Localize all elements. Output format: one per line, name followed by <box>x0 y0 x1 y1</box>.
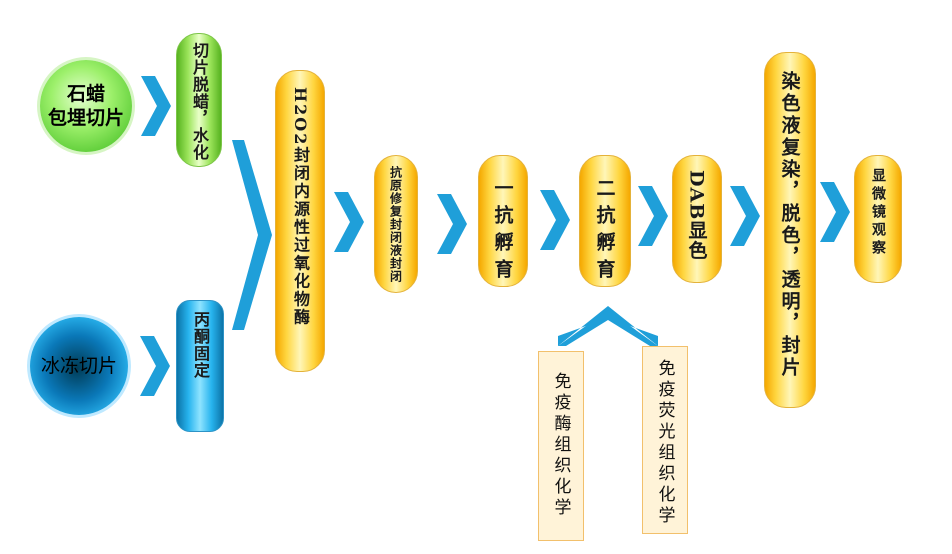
node-dab: DAB显色 <box>672 155 722 283</box>
node-antigen-retrieval: 抗原修复封闭液封闭 <box>374 155 418 293</box>
chevron-arrow-frozen-to-acetone <box>140 336 170 396</box>
chevron-arrow-antigen-to-primary <box>437 194 467 254</box>
chevron-arrow-h2o2-to-antigen <box>334 192 364 252</box>
up-chevron-arrow <box>558 306 658 346</box>
node-counterstain: 染色液复染，脱色，透明，封片 <box>764 52 816 408</box>
node-dewax: 切片脱蜡，水化 <box>176 33 222 167</box>
node-paraffin-line-2: 包埋切片 <box>47 107 124 129</box>
node-microscope: 显微镜观察 <box>854 155 902 283</box>
node-secondary-label: 二抗孵育 <box>593 178 616 286</box>
node-h2o2-block: H2O2封闭内源性过氧化物酶 <box>275 70 325 372</box>
node-paraffin-section: 石蜡 包埋切片 <box>40 60 132 152</box>
node-secondary-antibody: 二抗孵育 <box>579 155 631 287</box>
node-if-label: 免疫荧光组织化学 <box>654 359 675 527</box>
node-dewax-label: 切片脱蜡，水化 <box>190 42 209 161</box>
node-counterstain-label: 染色液复染，脱色，透明，封片 <box>778 71 801 379</box>
node-if: 免疫荧光组织化学 <box>642 346 688 534</box>
node-acetone-label: 丙酮固定 <box>191 311 210 379</box>
node-frozen-section: 冰冻切片 <box>30 317 128 415</box>
chevron-arrow-paraffin-to-dewax <box>141 76 171 136</box>
node-dab-label: DAB显色 <box>685 170 708 261</box>
node-frozen-label: 冰冻切片 <box>40 355 117 377</box>
node-antigen-label: 抗原修复封闭液封闭 <box>388 166 403 283</box>
chevron-arrow-dab-to-counterstain <box>730 186 760 246</box>
node-primary-antibody: 一抗孵育 <box>478 155 528 287</box>
chevron-arrow-primary-to-secondary <box>540 190 570 250</box>
chevron-arrow-counterstain-to-microscope <box>820 182 850 242</box>
node-acetone-fix: 丙酮固定 <box>176 300 224 432</box>
node-ihc-label: 免疫酶组织化学 <box>550 372 571 519</box>
chevron-arrow-secondary-to-dab <box>638 186 668 246</box>
node-microscope-label: 显微镜观察 <box>870 168 886 258</box>
node-primary-label: 一抗孵育 <box>491 178 514 286</box>
node-ihc: 免疫酶组织化学 <box>538 351 584 541</box>
merge-chevron-arrow <box>232 140 272 330</box>
node-paraffin-line-1: 石蜡 <box>66 83 105 105</box>
node-h2o2-label: H2O2封闭内源性过氧化物酶 <box>291 87 310 327</box>
